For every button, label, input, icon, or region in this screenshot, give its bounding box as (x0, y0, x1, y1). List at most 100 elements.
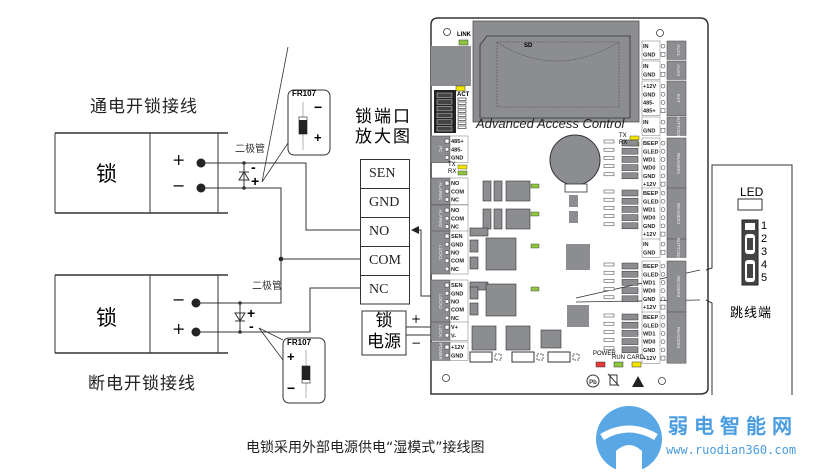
pin-label: NO (451, 251, 460, 257)
svg-text:LOCK2: LOCK2 (438, 294, 443, 309)
pin-label: BEEP (643, 315, 659, 321)
tx-led (629, 135, 640, 141)
top-lock-body (54, 132, 228, 214)
tx-label-left: TX (448, 162, 456, 168)
pin-label: NC (451, 267, 459, 273)
lock-power-label: 锁 电源 (362, 311, 406, 353)
act-label: ACT (457, 92, 470, 98)
board-port-button2[interactable]: BUTTON2 IN GND (641, 238, 687, 259)
pin-label: NO (451, 181, 460, 187)
pin-label: NO (451, 208, 460, 214)
bottom-diode-minus: - (249, 318, 254, 334)
top-lock-label: 锁 (96, 162, 117, 186)
pin-label: +12V (643, 356, 656, 362)
svg-text:READER1: READER1 (676, 153, 681, 175)
jumper-pin-4: 4 (761, 259, 768, 271)
pin-label: 485+ (451, 139, 464, 145)
pin-label: GND (643, 250, 655, 256)
pin-label: NC (451, 316, 459, 322)
pin-label: NO (451, 300, 460, 306)
link-led (458, 39, 469, 46)
svg-text:AUX2: AUX2 (676, 64, 681, 76)
lock-power-box (361, 310, 407, 356)
pin-label: IN (643, 64, 649, 70)
pin-label: NC (451, 198, 459, 204)
run-led-label: RUN (612, 355, 625, 361)
pin-label: GND (451, 353, 463, 359)
tx-label: TX (619, 133, 627, 139)
bottom-diode-plus: + (247, 305, 256, 321)
pin-label: IN (643, 120, 649, 126)
jumper-pin-5: 5 (761, 272, 768, 284)
pin-label: NC (451, 225, 459, 231)
pin-label: COM (451, 216, 464, 222)
card-led (631, 361, 642, 368)
pin-label: WD0 (643, 340, 655, 346)
link-label: LINK (457, 32, 471, 38)
card-led-label: CARD (627, 355, 645, 361)
pin-label: WD0 (643, 289, 655, 295)
bottom-com-wire (196, 259, 282, 304)
pin-label: IN (643, 44, 649, 50)
pin-label: WD0 (643, 216, 655, 222)
lock-power-minus: − (411, 336, 422, 350)
top-diode-minus: - (251, 159, 256, 175)
bottom-callout-plus: + (287, 349, 295, 364)
bottom-diode-icon (234, 301, 246, 334)
pin-label: +12V (643, 182, 656, 188)
pin-label: SEN (451, 283, 463, 289)
pin-label: COM (451, 259, 464, 265)
pin-label: GLED (643, 149, 659, 155)
bottom-lock-body (54, 274, 228, 354)
jumper-led-label: LED (740, 185, 764, 199)
top-diode-icon (238, 161, 250, 190)
board-brand-text: Advanced Access Control (476, 116, 625, 131)
port-terminal-nc: NC (360, 275, 410, 304)
pin-label: IN (643, 242, 649, 248)
svg-text:ALARM1: ALARM1 (438, 182, 443, 201)
pin-label: GND (451, 291, 463, 297)
svg-text:LOCK: LOCK (438, 325, 443, 337)
jumper-pin-2: 2 (761, 233, 768, 245)
watermark-logo-icon (596, 406, 662, 472)
energize-unlock-title: 通电开锁接线 (90, 97, 198, 117)
svg-text:READER4: READER4 (676, 327, 681, 349)
watermark-brand: 弱电智能网 (668, 414, 798, 438)
pin-label: V+ (451, 325, 459, 331)
jumper-pin-1: 1 (761, 220, 768, 232)
pin-label: GND (643, 92, 655, 98)
pin-label: GLED (643, 323, 659, 329)
bottom-nc-wire (196, 287, 360, 333)
board-port-lock2[interactable]: LOCK2 SEN GND NO COM NC (430, 279, 469, 324)
pin-label: GND (643, 297, 655, 303)
pin-label: 485- (451, 147, 462, 153)
cpu-chip (566, 244, 590, 270)
svg-text:PC: PC (438, 146, 443, 153)
pin-label: SEN (451, 234, 463, 240)
jumper-label: 跳线端 (730, 306, 773, 321)
pb-free-icon (586, 374, 600, 388)
svg-text:BUTTON2: BUTTON2 (676, 238, 681, 259)
act-led (455, 85, 466, 92)
pin-label: GND (643, 174, 655, 180)
pin-label: +12V (451, 345, 464, 351)
power-led-label: POWER (593, 351, 616, 357)
pin-label: COM (451, 308, 464, 314)
pin-label: WD1 (643, 332, 655, 338)
port-terminal-com: COM (360, 246, 410, 275)
